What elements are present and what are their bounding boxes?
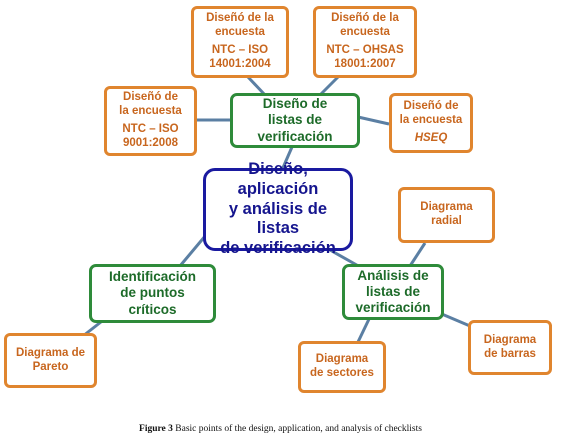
node-identificacion-line3: críticos bbox=[128, 301, 177, 317]
node-diagrama-sectores: Diagrama de sectores bbox=[298, 341, 386, 393]
node-diseno-line3: verificación bbox=[257, 128, 333, 144]
node-ohsas-line4: 18001:2007 bbox=[334, 57, 396, 70]
node-iso-9001-line4: 9001:2008 bbox=[123, 136, 178, 149]
connector-diseno-ohsas bbox=[318, 75, 340, 97]
node-pareto-line2: Pareto bbox=[32, 360, 69, 373]
node-iso-14001-line3: NTC – ISO bbox=[211, 44, 269, 56]
node-hseq-line1: Diseñó de bbox=[403, 100, 459, 113]
node-barras-line2: de barras bbox=[484, 347, 536, 360]
node-diagrama-radial: Diagrama radial bbox=[398, 187, 495, 243]
node-identificacion: Identificación de puntos críticos bbox=[89, 264, 216, 323]
node-diseno-line2: listas de bbox=[267, 112, 322, 128]
node-iso-9001-line1: Diseñó de bbox=[123, 91, 178, 104]
node-diagrama-barras: Diagrama de barras bbox=[468, 320, 552, 375]
node-sectores-line2: de sectores bbox=[310, 367, 374, 379]
node-diseno-listas: Diseño de listas de verificación bbox=[230, 93, 360, 148]
node-iso-9001-line2: la encuesta bbox=[119, 105, 182, 118]
node-hseq: Diseñó de la encuesta HSEQ bbox=[389, 93, 473, 153]
node-radial-line2: radial bbox=[431, 215, 462, 227]
node-ohsas-line2: encuesta bbox=[340, 26, 390, 39]
node-analisis-listas: Análisis de listas de verificación bbox=[342, 264, 444, 320]
connector-analisis-radial bbox=[408, 242, 427, 267]
node-pareto-line1: Diagrama de bbox=[15, 346, 86, 359]
node-iso-9001-line3: NTC – ISO bbox=[122, 123, 179, 135]
connector-center-diseno bbox=[280, 146, 294, 171]
mind-map: Diseñó de la encuesta NTC – ISO 14001:20… bbox=[4, 6, 552, 393]
connector-diseno-iso14001 bbox=[246, 75, 267, 97]
connector-analisis-sectores bbox=[356, 316, 372, 343]
figure-caption: Figure 3 Basic points of the design, app… bbox=[0, 424, 561, 434]
node-barras-line1: Diagrama bbox=[483, 333, 537, 346]
node-center: Diseño, aplicación y análisis de listas … bbox=[203, 160, 353, 257]
node-analisis-line3: verificación bbox=[355, 300, 431, 316]
node-ohsas: Diseñó de la encuesta NTC – OHSAS 18001:… bbox=[313, 6, 417, 78]
node-diseno-line1: Diseño de bbox=[262, 96, 328, 112]
node-iso-14001-line4: 14001:2004 bbox=[209, 57, 271, 70]
node-identificacion-line1: Identificación bbox=[108, 269, 196, 285]
node-hseq-line3: HSEQ bbox=[414, 131, 448, 144]
node-sectores-line1: Diagrama bbox=[315, 353, 369, 366]
node-iso-14001: Diseñó de la encuesta NTC – ISO 14001:20… bbox=[191, 6, 289, 78]
node-analisis-line2: listas de bbox=[365, 283, 420, 299]
figure-caption-label: Figure 3 bbox=[139, 424, 173, 434]
node-radial-line1: Diagrama bbox=[420, 201, 473, 214]
node-center-line1: Diseño, aplicación bbox=[237, 160, 319, 198]
connector-diseno-hseq bbox=[357, 115, 390, 126]
node-identificacion-line2: de puntos bbox=[120, 285, 185, 301]
node-center-line2: y análisis de listas bbox=[228, 199, 328, 238]
node-hseq-line2: la encuesta bbox=[399, 114, 463, 127]
connector-center-identificacion bbox=[178, 234, 208, 267]
node-ohsas-line1: Diseñó de la bbox=[331, 12, 399, 25]
figure-caption-text: Basic points of the design, application,… bbox=[172, 424, 422, 434]
node-iso-14001-line1: Diseñó de la bbox=[206, 12, 274, 25]
node-diagrama-pareto: Diagrama de Pareto bbox=[4, 333, 97, 388]
node-analisis-line1: Análisis de bbox=[357, 267, 429, 283]
node-center-line3: de verificación bbox=[220, 239, 336, 258]
node-ohsas-line3: NTC – OHSAS bbox=[326, 44, 404, 56]
node-iso-14001-line2: encuesta bbox=[215, 26, 265, 39]
node-iso-9001: Diseñó de la encuesta NTC – ISO 9001:200… bbox=[104, 86, 197, 156]
